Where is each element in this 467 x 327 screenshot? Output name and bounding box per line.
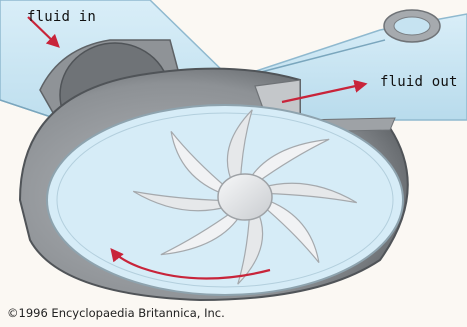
impeller-hub	[218, 174, 272, 220]
fluid-out-label: fluid out	[380, 74, 458, 90]
copyright-caption: ©1996 Encyclopaedia Britannica, Inc.	[7, 306, 225, 320]
fluid-in-label: fluid in	[27, 9, 96, 25]
